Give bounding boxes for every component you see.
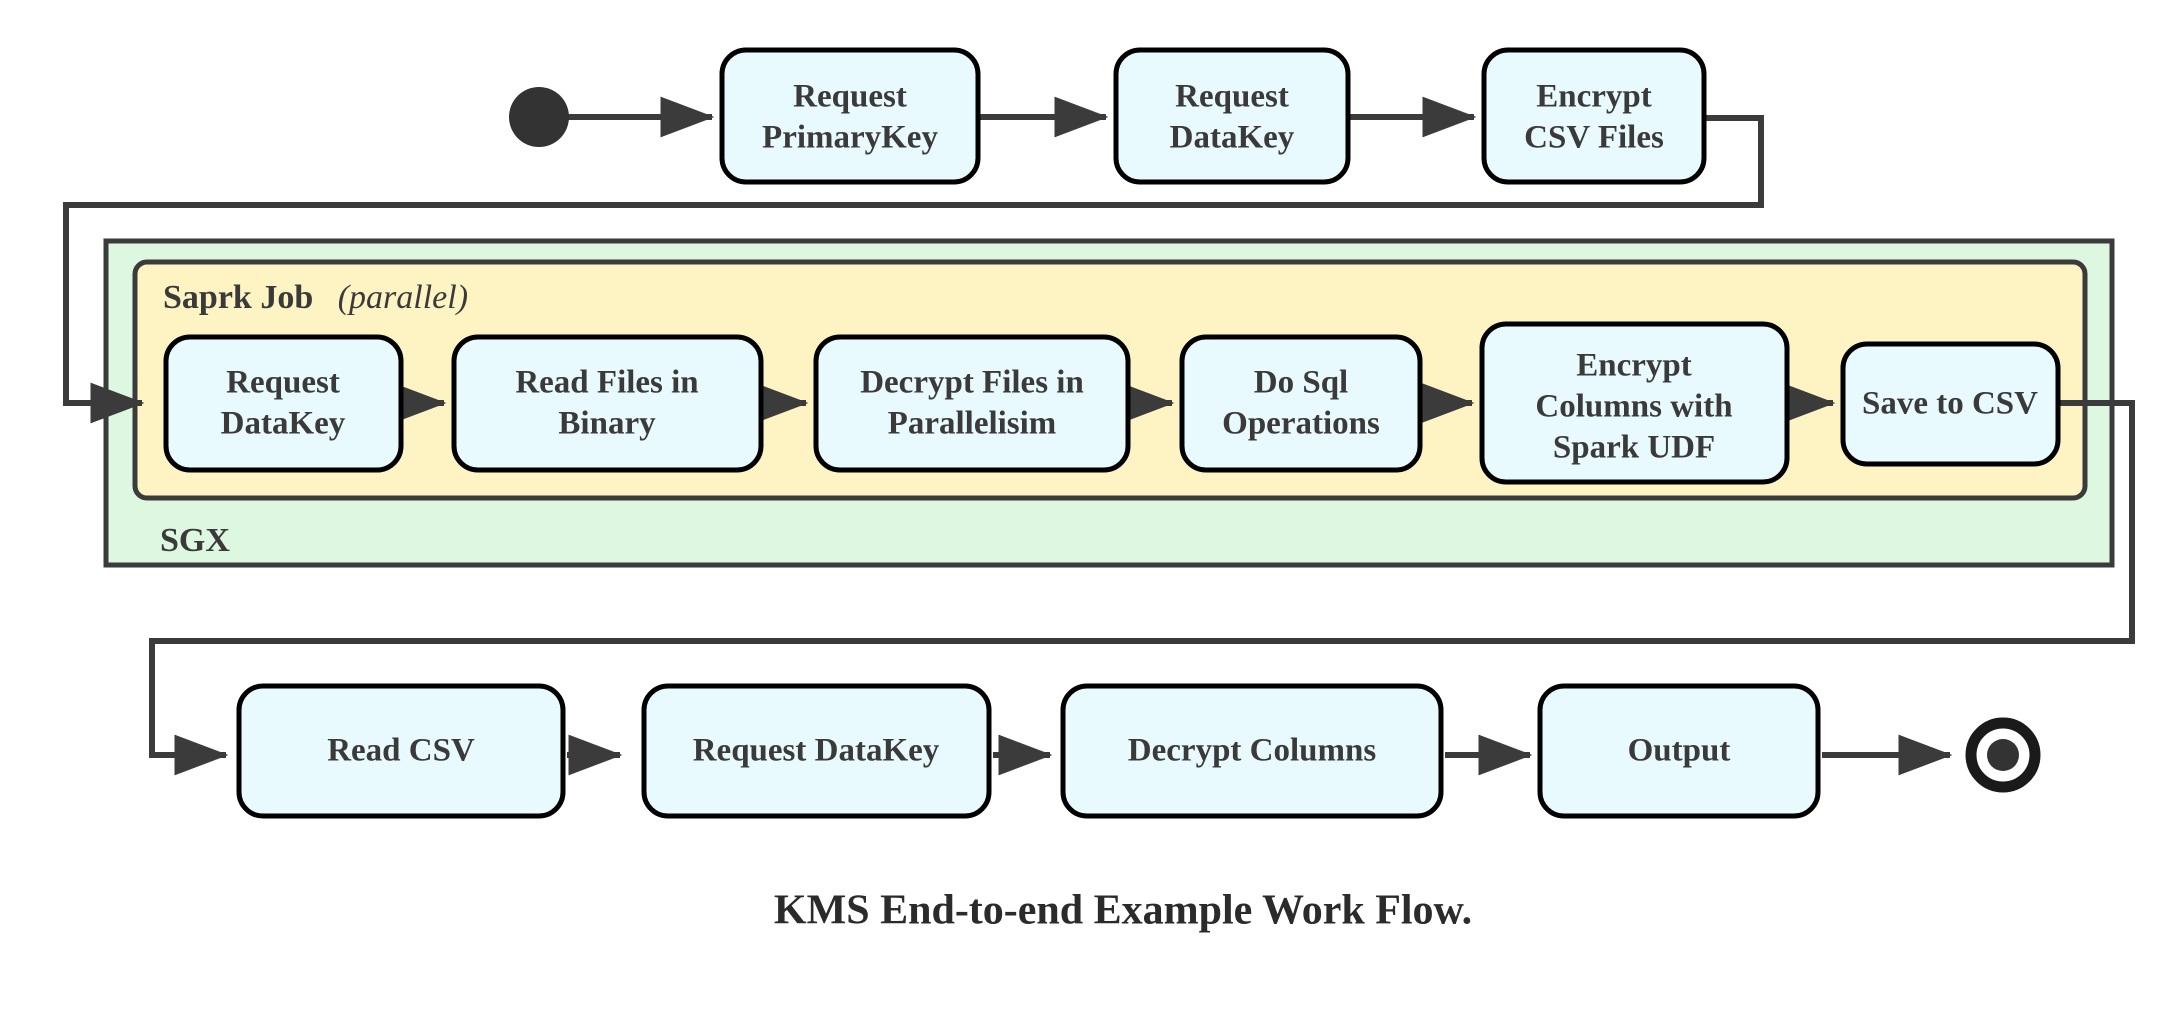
node-decrypt-columns[interactable]: Decrypt Columns: [1060, 683, 1444, 819]
edge-save-csv-to-read-csv: [149, 400, 2135, 776]
node-request-datakey-bottom-rect[interactable]: [641, 683, 992, 819]
node-read-csv-rect[interactable]: [236, 683, 566, 819]
node-read-csv-line-0: Read CSV: [327, 733, 475, 769]
node-request-datakey-spark-line-0: Request: [226, 365, 340, 401]
spark-job-group-label: Saprk Job (parallel): [163, 279, 468, 316]
node-request-datakey-spark-line-1: DataKey: [221, 406, 346, 442]
node-read-files-in-binary-line-1: Binary: [558, 406, 656, 442]
spark-job-label-italic: (parallel): [338, 279, 468, 316]
node-read-files-in-binary-rect[interactable]: [451, 334, 764, 473]
node-decrypt-columns-rect[interactable]: [1060, 683, 1444, 819]
final-state-node: [1965, 717, 2041, 793]
node-encrypt-csv-files[interactable]: Encrypt CSV Files: [1481, 47, 1707, 185]
node-decrypt-files-in-parallelisim-line-0: Decrypt Files in: [860, 365, 1084, 401]
node-do-sql-operations-rect[interactable]: [1179, 334, 1423, 473]
node-output-line-0: Output: [1628, 733, 1731, 769]
final-state-dot: [1987, 739, 2019, 771]
node-request-datakey-top-line-1: DataKey: [1170, 120, 1295, 156]
node-encrypt-columns-with-spark-udf-line-2: Spark UDF: [1553, 430, 1715, 466]
node-request-datakey-spark[interactable]: Request DataKey: [163, 334, 404, 473]
start-state-node: [509, 87, 569, 147]
node-encrypt-columns-with-spark-udf-line-0: Encrypt: [1576, 348, 1692, 384]
node-save-to-csv-rect[interactable]: [1840, 341, 2061, 467]
node-request-datakey-top-line-0: Request: [1175, 79, 1289, 115]
node-request-primarykey[interactable]: Request PrimaryKey: [719, 47, 981, 185]
node-decrypt-files-in-parallelisim-rect[interactable]: [813, 334, 1131, 473]
node-output[interactable]: Output: [1537, 683, 1821, 819]
node-request-primarykey-rect[interactable]: [719, 47, 981, 185]
node-save-to-csv[interactable]: Save to CSV: [1840, 341, 2061, 467]
node-do-sql-operations-line-0: Do Sql: [1254, 365, 1348, 401]
node-read-files-in-binary[interactable]: Read Files in Binary: [451, 334, 764, 473]
edge-encrypt-csv-to-spark-datakey: [63, 115, 1764, 424]
spark-job-label-bold: Saprk Job: [163, 279, 313, 316]
node-request-datakey-spark-rect[interactable]: [163, 334, 404, 473]
node-request-datakey-bottom-line-0: Request DataKey: [693, 733, 940, 769]
node-read-csv[interactable]: Read CSV: [236, 683, 566, 819]
node-encrypt-columns-with-spark-udf-line-1: Columns with: [1535, 389, 1732, 425]
node-decrypt-files-in-parallelisim[interactable]: Decrypt Files in Parallelisim: [813, 334, 1131, 473]
node-read-files-in-binary-line-0: Read Files in: [515, 365, 698, 401]
node-request-primarykey-line-0: Request: [793, 79, 907, 115]
node-decrypt-columns-line-0: Decrypt Columns: [1128, 733, 1377, 769]
node-request-datakey-top-rect[interactable]: [1113, 47, 1351, 185]
node-request-datakey-top[interactable]: Request DataKey: [1113, 47, 1351, 185]
node-save-to-csv-line-0: Save to CSV: [1862, 386, 2038, 422]
node-encrypt-csv-files-line-1: CSV Files: [1524, 120, 1664, 156]
node-encrypt-columns-with-spark-udf-rect[interactable]: [1479, 321, 1790, 485]
node-encrypt-csv-files-rect[interactable]: [1481, 47, 1707, 185]
node-request-primarykey-line-1: PrimaryKey: [762, 120, 938, 156]
diagram-caption: KMS End-to-end Example Work Flow.: [774, 888, 1472, 934]
node-encrypt-csv-files-line-0: Encrypt: [1536, 79, 1652, 115]
node-encrypt-columns-with-spark-udf[interactable]: Encrypt Columns with Spark UDF: [1479, 321, 1790, 485]
node-decrypt-files-in-parallelisim-line-1: Parallelisim: [888, 406, 1057, 442]
node-output-rect[interactable]: [1537, 683, 1821, 819]
node-do-sql-operations[interactable]: Do Sql Operations: [1179, 334, 1423, 473]
node-do-sql-operations-line-1: Operations: [1222, 406, 1380, 442]
sgx-group-label: SGX: [160, 522, 230, 559]
node-request-datakey-bottom[interactable]: Request DataKey: [641, 683, 992, 819]
